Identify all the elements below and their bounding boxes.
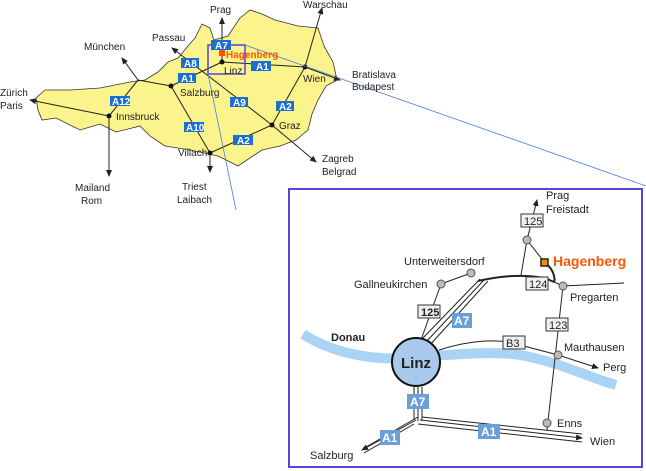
label-rom: Rom	[81, 196, 102, 207]
label-warschau: Warschau	[303, 0, 348, 11]
inset-label-linz: Linz	[401, 355, 431, 372]
label-wien: Wien	[303, 74, 326, 85]
inset-label-gallneukirchen: Gallneukirchen	[354, 279, 427, 291]
label-budapest: Budapest	[352, 82, 394, 93]
svg-text:A7: A7	[215, 41, 228, 52]
label-zuerich: Zürich	[0, 88, 28, 99]
road-124: 124	[525, 276, 549, 291]
svg-text:A2: A2	[237, 136, 250, 147]
linz-circle	[391, 337, 441, 387]
road-b3: B3	[502, 335, 526, 350]
label-graz: Graz	[279, 121, 301, 132]
highway-a1-left: A1	[380, 430, 400, 445]
svg-text:A10: A10	[186, 123, 205, 134]
svg-text:A1: A1	[481, 425, 497, 439]
label-bratislava: Bratislava	[352, 70, 396, 81]
inset-label-mauthausen: Mauthausen	[564, 342, 625, 354]
svg-text:125: 125	[421, 307, 439, 319]
shield-a8: A8	[181, 58, 199, 70]
shield-a12: A12	[110, 96, 131, 108]
city-dots	[106, 59, 308, 156]
shield-a9: A9	[230, 97, 248, 109]
shield-a2-south: A2	[233, 135, 253, 147]
shield-a1-west: A1	[178, 73, 196, 85]
overview-labels: Hagenberg Linz Salzburg Wien Graz Villac…	[0, 0, 396, 207]
label-muenchen: München	[84, 42, 125, 53]
inset-label-unterweitersdorf: Unterweitersdorf	[404, 256, 486, 268]
inset-town-nodes	[436, 235, 568, 428]
label-salzburg: Salzburg	[180, 88, 219, 99]
inset-label-salzburg: Salzburg	[310, 450, 353, 462]
svg-text:A1: A1	[256, 62, 269, 73]
svg-text:124: 124	[529, 279, 547, 291]
shield-a1-east: A1	[251, 61, 271, 73]
inset-label-wien: Wien	[590, 436, 615, 448]
shield-a10: A10	[184, 122, 205, 134]
hagenberg-inset-marker	[540, 258, 549, 267]
label-hagenberg: Hagenberg	[226, 50, 278, 61]
inset-label-pregarten: Pregarten	[570, 292, 618, 304]
shield-a7: A7	[211, 40, 231, 52]
svg-text:A1: A1	[382, 431, 398, 445]
label-innsbruck: Innsbruck	[116, 112, 160, 123]
label-villach: Villach	[178, 148, 207, 159]
highway-a7-upper: A7	[452, 313, 472, 328]
svg-text:A8: A8	[184, 59, 197, 70]
label-mailand: Mailand	[75, 183, 110, 194]
svg-text:B3: B3	[506, 338, 519, 350]
overview-highway-shields: A7 A8 A1 A1 A9 A2 A10 A2 A12	[110, 40, 294, 147]
highway-a7-lower: A7	[407, 394, 429, 409]
label-belgrad: Belgrad	[322, 167, 356, 178]
inset-label-enns: Enns	[557, 418, 583, 430]
svg-text:A7: A7	[454, 314, 470, 328]
label-zagreb: Zagreb	[322, 154, 354, 165]
label-linz: Linz	[224, 66, 242, 77]
label-prag: Prag	[210, 5, 231, 16]
road-125-left: 125	[417, 304, 441, 319]
svg-text:A12: A12	[112, 97, 131, 108]
austria-shape	[35, 9, 338, 167]
svg-text:A1: A1	[181, 74, 194, 85]
inset-label-hagenberg: Hagenberg	[553, 253, 626, 269]
road-123: 123	[545, 317, 569, 332]
shield-a2-east: A2	[276, 101, 294, 113]
label-paris: Paris	[0, 101, 23, 112]
svg-text:123: 123	[549, 320, 567, 332]
label-passau: Passau	[152, 33, 185, 44]
donau-river	[300, 329, 618, 390]
road-125-top: 125	[520, 213, 544, 228]
hagenberg-marker	[219, 50, 225, 56]
label-triest: Triest	[182, 182, 207, 193]
inset-label-donau: Donau	[331, 332, 365, 344]
label-laibach: Laibach	[177, 195, 212, 206]
inset-label-perg: Perg	[603, 362, 626, 374]
inset-label-prag: Prag	[546, 190, 569, 202]
svg-text:125: 125	[524, 216, 542, 228]
svg-text:A7: A7	[410, 395, 426, 409]
svg-text:A9: A9	[233, 98, 246, 109]
inset-label-freistadt: Freistadt	[546, 204, 589, 216]
highway-a1-right: A1	[478, 424, 500, 439]
svg-text:A2: A2	[279, 102, 292, 113]
inset-road-shields: 125 124 123 125 B3 A7 A7 A1 A1	[380, 213, 569, 445]
inset-labels: Hagenberg Unterweitersdorf Gallneukirche…	[310, 190, 626, 462]
